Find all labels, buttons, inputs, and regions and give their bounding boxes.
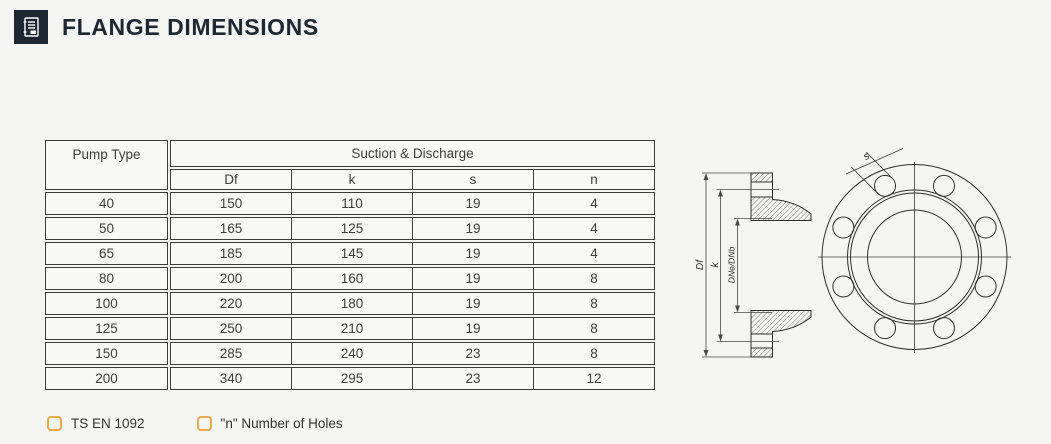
legend-bullet-icon (47, 416, 62, 431)
table-row: 100 220 180 19 8 (45, 292, 655, 315)
dim-label-bore: DNe/DNb (727, 247, 737, 284)
table-cell: 285 (219, 346, 243, 361)
bolt-hole (974, 275, 997, 298)
flange-dimensions-table: Pump Type Suction & Discharge Df k s n 4… (45, 140, 655, 390)
table-cell: 12 (533, 368, 654, 389)
table-cell: 160 (291, 268, 412, 289)
table-cell: 4 (533, 193, 654, 214)
table-cell: 23 (412, 343, 533, 364)
table-row: 200 340 295 23 12 (45, 367, 655, 390)
table-cell: 23 (412, 368, 533, 389)
table-cell: 240 (291, 343, 412, 364)
sub-header-row: Df k s n (170, 169, 655, 190)
table-cell: 200 (45, 367, 168, 390)
bolt-hole (874, 317, 897, 340)
table-row: 150 285 240 23 8 (45, 342, 655, 365)
column-header-k: k (291, 170, 412, 189)
table-cell: 100 (45, 292, 168, 315)
s-leader-lines (845, 148, 904, 194)
column-header-df: Df (224, 172, 238, 187)
table-cell: 250 (219, 321, 243, 336)
bolt-hole (832, 216, 855, 239)
table-header: Pump Type Suction & Discharge Df k s n (45, 140, 655, 190)
dim-label-df: Df (695, 259, 706, 270)
table-row: 125 250 210 19 8 (45, 317, 655, 340)
bolt-hole (932, 317, 955, 340)
table-cell: 125 (291, 218, 412, 239)
bolt-hole (832, 275, 855, 298)
table-cell: 19 (412, 268, 533, 289)
table-cell: 150 (45, 342, 168, 365)
table-row: 50 165 125 19 4 (45, 217, 655, 240)
footnotes: TS EN 1092 "n" Number of Holes (47, 416, 343, 431)
table-row: 65 185 145 19 4 (45, 242, 655, 265)
footnote-holes: "n" Number of Holes (196, 416, 343, 431)
table-row: 80 200 160 19 8 (45, 267, 655, 290)
bolt-hole (932, 174, 955, 197)
flange-section-view (750, 172, 812, 358)
table-cell: 180 (291, 293, 412, 314)
table-cell: 65 (45, 242, 168, 265)
footnote-label: "n" Number of Holes (220, 416, 343, 431)
dim-label-s: s (861, 150, 872, 163)
column-header-s: s (412, 170, 533, 189)
table-cell: 185 (219, 246, 243, 261)
table-cell: 145 (291, 243, 412, 264)
centerlines (818, 162, 1011, 353)
table-row: 40 150 110 19 4 (45, 192, 655, 215)
table-cell: 4 (533, 218, 654, 239)
table-cell: 4 (533, 243, 654, 264)
table-cell: 125 (45, 317, 168, 340)
legend-bullet-icon (196, 416, 212, 431)
bolt-hole (874, 174, 897, 197)
table-cell: 80 (45, 267, 168, 290)
bolt-hole (974, 216, 997, 239)
table-cell: 19 (412, 318, 533, 339)
spec-sheet-icon (14, 10, 48, 44)
column-header-n: n (533, 170, 654, 189)
footnote-standard: TS EN 1092 (47, 416, 145, 431)
document-icon (23, 17, 39, 37)
table-cell: 150 (219, 196, 243, 211)
table-cell: 8 (533, 343, 654, 364)
table-cell: 8 (533, 318, 654, 339)
pump-type-header-cell: Pump Type (45, 140, 168, 190)
dimension-lines (702, 172, 779, 358)
table-cell: 340 (219, 371, 243, 386)
table-cell: 220 (219, 296, 243, 311)
table-cell: 19 (412, 243, 533, 264)
table-cell: 50 (45, 217, 168, 240)
page-title: FLANGE DIMENSIONS (62, 14, 319, 40)
flange-technical-drawing: Df k DNe/DNb s (695, 148, 1011, 358)
dimension-arrowheads (703, 173, 740, 357)
footnote-label: TS EN 1092 (71, 416, 145, 431)
group-header-cell: Suction & Discharge (170, 140, 655, 167)
table-cell: 295 (291, 368, 412, 389)
table-cell: 110 (291, 193, 412, 214)
table-cell: 200 (219, 271, 243, 286)
table-cell: 19 (412, 293, 533, 314)
table-cell: 210 (291, 318, 412, 339)
table-cell: 8 (533, 268, 654, 289)
table-cell: 19 (412, 218, 533, 239)
dim-label-k: k (710, 262, 721, 268)
table-cell: 165 (219, 221, 243, 236)
table-cell: 19 (412, 193, 533, 214)
table-cell: 8 (533, 293, 654, 314)
table-cell: 40 (45, 192, 168, 215)
